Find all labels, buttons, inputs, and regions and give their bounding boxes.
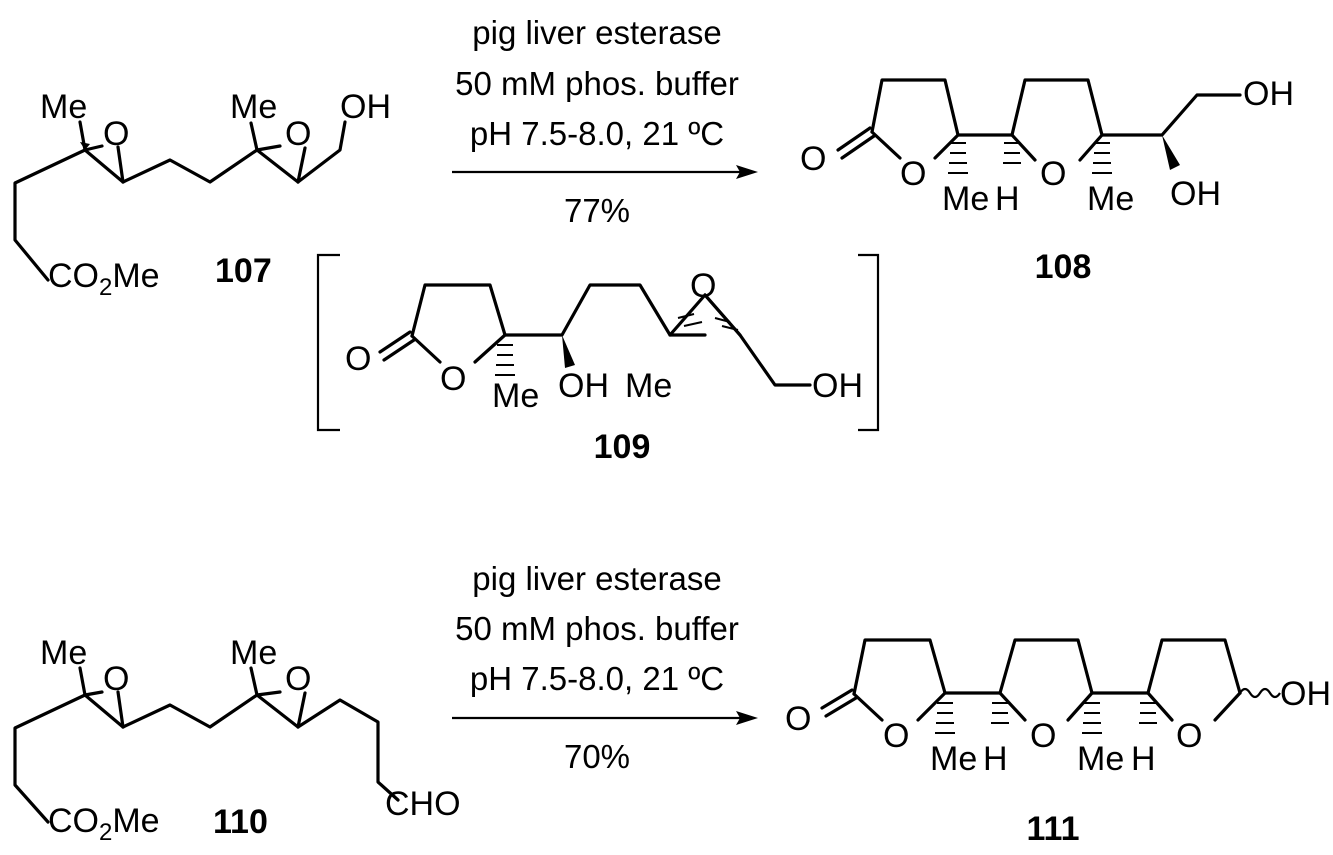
compound-108-me-1: Me	[942, 180, 989, 218]
compound-110-label: 110	[213, 803, 268, 841]
reaction-2-reagent-line-1: pig liver esterase	[472, 560, 721, 597]
compound-109-epoxide-o: O	[690, 267, 716, 305]
compound-108-carbonyl-o: O	[800, 140, 826, 178]
compound-111-oh: OH	[1280, 675, 1331, 713]
compound-108-ring-o-1: O	[900, 155, 926, 193]
compound-107-me-1: Me	[40, 88, 87, 126]
compound-111-h-2: H	[1131, 740, 1156, 778]
compound-110-me-1: Me	[40, 634, 87, 672]
compound-109-ring-o: O	[440, 360, 466, 398]
compound-111-h-1: H	[983, 740, 1008, 778]
compound-107-label: 107	[215, 252, 272, 290]
reaction-1-arrowhead	[736, 165, 758, 179]
compound-109-wedge-oh	[562, 335, 575, 368]
bracket-left	[316, 253, 340, 432]
compound-111-me-2: Me	[1077, 740, 1124, 778]
compound-111-label: 111	[1027, 810, 1080, 848]
compound-108-oh-2: OH	[1170, 175, 1221, 213]
compound-109-carbonyl-o: O	[345, 340, 371, 378]
compound-109-label: 109	[594, 428, 651, 466]
compound-107: Me O Me O OH CO2Me 107	[13, 88, 391, 301]
compound-111-ring-o-1: O	[883, 717, 909, 755]
compound-111: O O Me H O Me H O OH 111	[785, 638, 1331, 848]
compound-107-ester: CO2Me	[48, 257, 160, 301]
compound-109-me-2: Me	[625, 367, 672, 405]
compound-109-bonds	[378, 283, 812, 387]
compound-108-me-2: Me	[1087, 180, 1134, 218]
compound-108-wedge-oh	[1162, 135, 1180, 170]
compound-110-me-2: Me	[230, 634, 277, 672]
reaction-1-yield: 77%	[564, 192, 630, 229]
compound-110-ester: CO2Me	[48, 802, 160, 846]
compound-107-me-2: Me	[230, 88, 277, 126]
reaction-1-reagent-line-1: pig liver esterase	[472, 14, 721, 51]
reaction-1: pig liver esterase 50 mM phos. buffer pH…	[452, 14, 758, 229]
compound-108-bonds	[836, 78, 1242, 174]
compound-107-oh: OH	[340, 88, 391, 126]
compound-111-ring-o-3: O	[1176, 717, 1202, 755]
compound-108-oh-1: OH	[1243, 75, 1294, 113]
compound-110-epoxide-o-1: O	[103, 660, 129, 698]
compound-110-bonds	[13, 666, 400, 824]
compound-108: O O Me H O Me OH OH 108	[800, 75, 1294, 286]
compound-111-bonds	[820, 638, 1281, 734]
compound-110: Me O Me O CHO CO2Me 110	[13, 634, 461, 846]
compound-110-epoxide-o-2: O	[285, 660, 311, 698]
compound-108-h: H	[995, 180, 1020, 218]
compound-107-bonds	[13, 120, 347, 282]
compound-108-ring-o-2: O	[1040, 155, 1066, 193]
reaction-2-arrowhead	[736, 711, 758, 725]
compound-107-epoxide-o-1: O	[103, 115, 129, 153]
reaction-2: pig liver esterase 50 mM phos. buffer pH…	[452, 560, 758, 775]
compound-109-oh-1: OH	[558, 367, 609, 405]
reaction-1-reagent-line-3: pH 7.5-8.0, 21 ºC	[470, 115, 724, 152]
reaction-1-reagent-line-2: 50 mM phos. buffer	[455, 65, 739, 102]
compound-111-ring-o-2: O	[1030, 717, 1056, 755]
reaction-2-reagent-line-3: pH 7.5-8.0, 21 ºC	[470, 660, 724, 697]
compound-107-epoxide-o-2: O	[285, 115, 311, 153]
compound-109-me-1: Me	[492, 377, 539, 415]
bracket-right	[858, 253, 880, 432]
reaction-2-yield: 70%	[564, 738, 630, 775]
compound-108-label: 108	[1035, 248, 1092, 286]
compound-109: O O Me OH Me O OH 109	[316, 253, 880, 466]
compound-110-cho: CHO	[385, 785, 461, 823]
compound-111-me-1: Me	[930, 740, 977, 778]
reaction-2-reagent-line-2: 50 mM phos. buffer	[455, 610, 739, 647]
compound-111-wavy-bond	[1239, 687, 1281, 699]
compound-109-oh-2: OH	[812, 367, 863, 405]
compound-111-carbonyl-o: O	[785, 700, 811, 738]
